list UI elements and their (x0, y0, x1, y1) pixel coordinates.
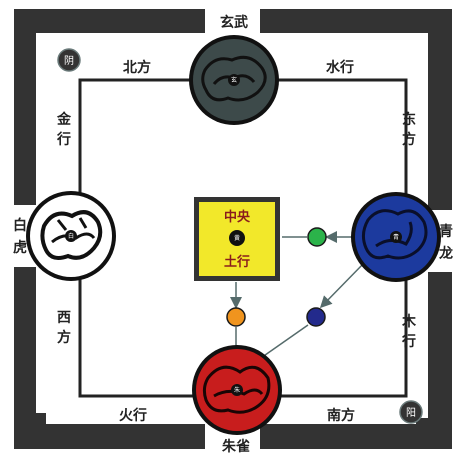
north-symbol-label: 玄武 (220, 14, 248, 31)
west-disc: 白 (26, 191, 116, 281)
yang-label: 阳 (406, 407, 416, 419)
svg-text:玄: 玄 (231, 76, 237, 84)
center-top-label: 中央 (224, 209, 251, 225)
yin-label: 阴 (64, 55, 74, 67)
west-direction-char1: 西 (57, 310, 71, 326)
yang-marker: 阳 (400, 401, 422, 423)
navy-dot (307, 308, 325, 326)
east-direction-char1: 东 (402, 111, 416, 128)
center-box: 中央 黄 土行 (194, 197, 280, 281)
svg-text:朱: 朱 (234, 386, 240, 394)
fire-phase-label: 火行 (119, 407, 147, 424)
metal-phase-char1: 金 (56, 111, 72, 128)
south-symbol-label: 朱雀 (222, 438, 250, 455)
water-phase-label: 水行 (326, 59, 354, 76)
green-dot (308, 228, 326, 246)
wood-phase-char2: 行 (401, 333, 416, 350)
east-symbol-char1: 青 (439, 223, 453, 240)
orange-dot (227, 308, 245, 326)
east-symbol-char2: 龙 (438, 245, 453, 262)
metal-phase-char2: 行 (56, 131, 71, 148)
west-symbol-char1: 白 (13, 217, 27, 234)
east-disc: 青 (351, 192, 441, 282)
west-direction-char2: 方 (57, 329, 71, 346)
north-direction-label: 北方 (123, 59, 151, 76)
yin-marker: 阴 (58, 49, 80, 71)
east-direction-char2: 方 (402, 131, 416, 148)
wood-phase-char1: 木 (401, 313, 417, 330)
svg-text:黄: 黄 (234, 234, 240, 242)
svg-text:白: 白 (68, 232, 74, 240)
north-disc: 玄 (189, 35, 279, 125)
svg-text:青: 青 (393, 233, 399, 241)
south-direction-label: 南方 (327, 407, 355, 424)
south-disc: 朱 (192, 345, 282, 435)
center-bottom-label: 土行 (224, 254, 250, 270)
west-symbol-char2: 虎 (13, 239, 27, 256)
